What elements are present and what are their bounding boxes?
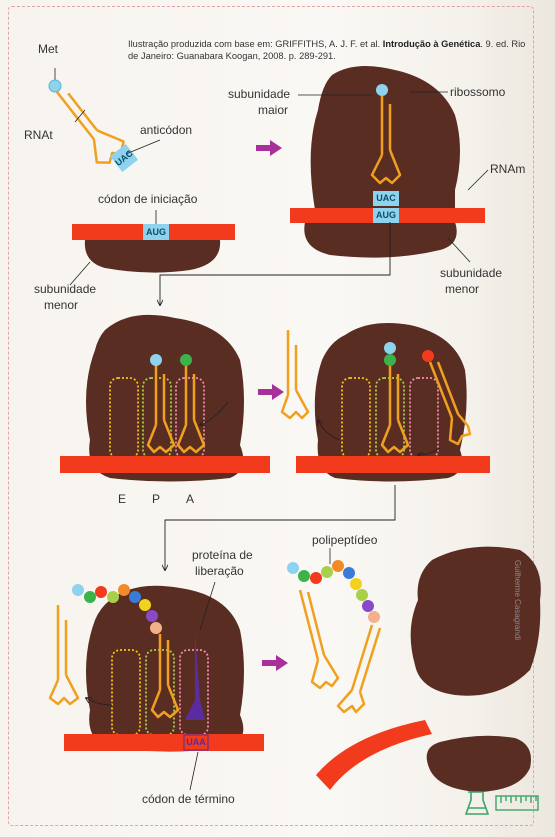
label-small-subunit-1a: subunidade [34, 282, 96, 296]
panel-termination [50, 582, 264, 790]
methionine-bound [376, 84, 388, 96]
label-rnat: RNAt [24, 128, 53, 142]
label-small-subunit-1b: menor [44, 298, 78, 312]
panel-elongation-2 [282, 323, 490, 482]
codon-aug-free: AUG [143, 227, 169, 237]
label-start-codon: códon de iniciação [98, 192, 197, 206]
codon-uaa: UAA [184, 737, 208, 747]
footer-icons [462, 786, 542, 820]
ruler-icon [496, 796, 538, 810]
codon-aug-bound: AUG [373, 210, 399, 220]
panel-dissociation [287, 547, 541, 792]
label-ribosome: ribossomo [450, 85, 505, 99]
codon-uac-bound: UAC [373, 193, 399, 203]
label-small-subunit-2a: subunidade [440, 266, 502, 280]
small-subunit-released [427, 736, 531, 792]
flask-icon [466, 792, 488, 814]
label-site-a: A [186, 492, 194, 506]
trna-released-1 [282, 330, 308, 418]
label-anticodon: anticódon [140, 123, 192, 137]
mrna-strand-3 [60, 456, 270, 473]
mrna-strand-4 [296, 456, 490, 473]
label-small-subunit-2b: menor [445, 282, 479, 296]
label-mrna: RNAm [490, 162, 525, 176]
step-arrow-3 [262, 655, 288, 671]
label-large-subunit-b: maior [258, 103, 288, 117]
label-large-subunit-a: subunidade [228, 87, 290, 101]
panel-elongation-1 [60, 315, 270, 482]
ribosome-termination [86, 586, 244, 752]
step-arrow-2 [258, 384, 284, 400]
panel-initiation-components [48, 68, 235, 285]
label-site-e: E [118, 492, 126, 506]
step-arrow-1 [256, 140, 282, 156]
label-met: Met [38, 42, 58, 56]
label-polypeptide: polipeptídeo [312, 533, 377, 547]
mrna-strand-5 [64, 734, 264, 751]
label-stop-codon: códon de término [142, 792, 235, 806]
small-subunit-free [85, 240, 220, 273]
small-subunit-bound [304, 222, 456, 258]
methionine-circle [49, 80, 61, 92]
label-release-factor-b: liberação [195, 564, 244, 578]
trna-released-2 [50, 605, 78, 704]
label-site-p: P [152, 492, 160, 506]
mrna-released [316, 720, 432, 790]
label-release-factor-a: proteína de [192, 548, 253, 562]
illustrator-credit: Guilherme Casagrandi [513, 560, 522, 640]
